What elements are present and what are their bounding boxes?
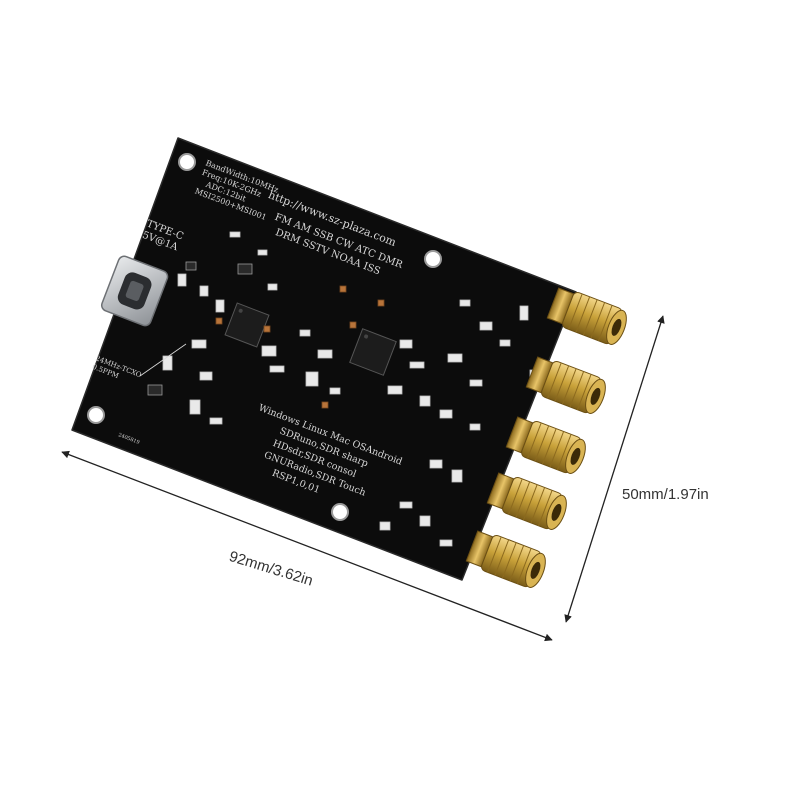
sma-connector-5 bbox=[465, 530, 546, 588]
sma-connector-1 bbox=[546, 287, 627, 345]
pcb-board bbox=[71, 137, 577, 581]
tcxo-pointer bbox=[139, 343, 187, 377]
dimension-height-line bbox=[564, 315, 665, 623]
dimension-width-line bbox=[61, 450, 553, 642]
sma-connector-2 bbox=[525, 356, 606, 414]
sma-connector-4 bbox=[486, 472, 567, 530]
ic-chips bbox=[224, 302, 397, 376]
smd-components bbox=[147, 231, 539, 547]
mounting-holes bbox=[87, 153, 442, 521]
usb-c-connector bbox=[100, 255, 169, 327]
dimension-height-label: 50mm/1.97in bbox=[622, 486, 709, 503]
sma-connectors bbox=[465, 287, 627, 588]
sma-connector-3 bbox=[505, 416, 586, 474]
